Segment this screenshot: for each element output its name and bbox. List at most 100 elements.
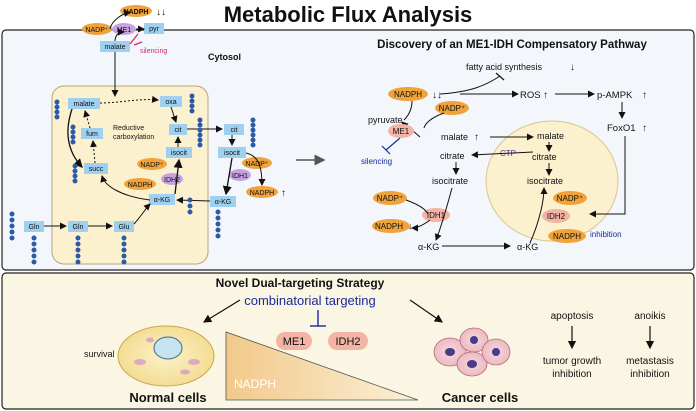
idh2-disc-label: IDH2 [547,212,566,221]
gln-label-1: Gln [29,224,40,231]
nadp-top-pill [82,23,112,35]
oxa-box [160,96,182,107]
nadp-mito-pill [137,158,167,170]
idh2-target-label: IDH2 [335,336,360,348]
cit-cyto-box [224,124,244,135]
cancer-cells [433,327,511,377]
nadph-left-arrow: ↓ [408,221,413,231]
fatty-acid-label: fatty acid synthesis [466,62,543,72]
idh2-target-pill [328,332,368,350]
pyr-label: pyr [149,26,159,33]
tumor-growth-label-1: tumor growth [543,356,601,367]
glu-label: Glu [119,224,130,231]
nadph-disc-pill [388,87,428,101]
nadph-top-label: NADPH [124,9,149,16]
akg-right-label: α-KG [517,242,538,252]
malate-left-label: malate [441,132,468,142]
reductive-label-2: carboxylation [113,134,154,141]
figure-title: Metabolic Flux Analysis [224,2,473,27]
gln-label-2: Gln [73,224,84,231]
survival-label: survival [84,349,115,359]
nadp-disc-pill [435,101,469,115]
foxo1-label: FoxO1 [607,123,636,134]
nadph-cyto-label: NADPH [250,190,275,197]
isocitrate-left-label: isocitrate [432,176,468,186]
pampk-label: p-AMPK [597,90,633,101]
pyr-box [144,23,164,34]
nadph-cyto-pill [246,186,278,198]
nadp-mito-label: NADP⁺ [140,162,163,169]
akg-mito-box [149,194,175,205]
isocit-mito-box [166,147,192,158]
nadp-right-label: NADP⁺ [557,194,583,203]
malate-mito-label: malate [73,101,94,108]
nadph-cyto-arrow: ↑ [281,188,286,199]
malate-left-arrow: ↑ [474,132,479,143]
nadph-disc-arrows: ↓↓ [432,90,442,101]
fum-label: fum [86,131,98,138]
idh1-cyto-label: IDH1 [232,173,248,180]
nadph-gradient-triangle [225,331,419,401]
normal-cells-label: Normal cells [129,390,206,405]
me1-disc-pill [388,124,414,138]
metastasis-label-1: metastasis [626,356,674,367]
isocit-cyto-label: isocit [224,150,240,157]
malate-cyto-box [100,41,130,52]
apoptosis-label: apoptosis [551,311,594,322]
tumor-growth-label-2: inhibition [552,369,591,380]
citrate-left-label: citrate [440,151,465,161]
malate-cyto-label: malate [104,44,125,51]
inhibition-label: inhibition [590,230,622,239]
isocit-cyto-box [218,147,246,158]
normal-nucleus [153,336,183,360]
gln-box-2 [68,221,88,232]
discovery-title: Discovery of an ME1-IDH Compensatory Pat… [377,39,647,51]
cit-box [169,124,187,135]
silencing-disc: silencing [361,157,392,166]
malate-mito-box [68,98,100,109]
nadp-left-pill [373,191,407,205]
nadp-right-pill [553,191,587,205]
nadp-cyto-label: NADP⁺ [245,161,268,168]
normal-organelles [134,337,200,375]
nadph-left-pill [372,219,410,233]
idh2-mito-label: IDH2 [164,177,180,184]
nadph-left-label: NADPH [375,222,403,231]
nadph-right-label: NADPH [553,232,581,241]
cancer-cells-label: Cancer cells [442,390,519,405]
nadph-right-pill [548,229,586,243]
me1-disc-label: ME1 [393,127,410,136]
cytosol-label: Cytosol [208,52,241,62]
me1-target-pill [276,332,312,350]
strategy-title: Novel Dual-targeting Strategy [216,276,385,290]
isocitrate-right-label: isocitrate [527,176,563,186]
nadp-cyto-pill [242,157,272,169]
idh1-cyto-pill [229,169,251,181]
akg-cyto-box [210,196,236,207]
succ-label: succ [89,166,104,173]
pyruvate-label: pyruvate [368,115,403,125]
silencing-cyto: silencing [140,48,167,55]
gln-box-1 [24,221,44,232]
carbon-chains [9,93,256,265]
nadph-gradient-label: NADPH [234,377,276,391]
foxo1-arrow: ↑ [642,123,647,134]
akg-cyto-label: α-KG [215,199,232,206]
me1-target-label: ME1 [283,336,306,348]
fum-box [81,128,103,139]
fatty-acid-arrow: ↓ [570,62,575,73]
nadph-disc-label: NADPH [394,90,422,99]
nadph-mito-pill [124,178,156,190]
discovery-mitochondrion [485,120,619,242]
anoikis-label: anoikis [634,311,665,322]
glu-box [114,221,134,232]
oxa-label: oxa [165,99,176,106]
nadp-disc-label: NADP⁺ [439,104,465,113]
akg-mito-label: α-KG [154,197,171,204]
idh2-disc-pill [542,209,570,223]
idh1-disc-label: IDH1 [427,211,446,220]
nadph-top-arrows: ↓↓ [156,7,166,18]
cit-cyto-label: cit [231,127,238,134]
cit-label: cit [175,127,182,134]
